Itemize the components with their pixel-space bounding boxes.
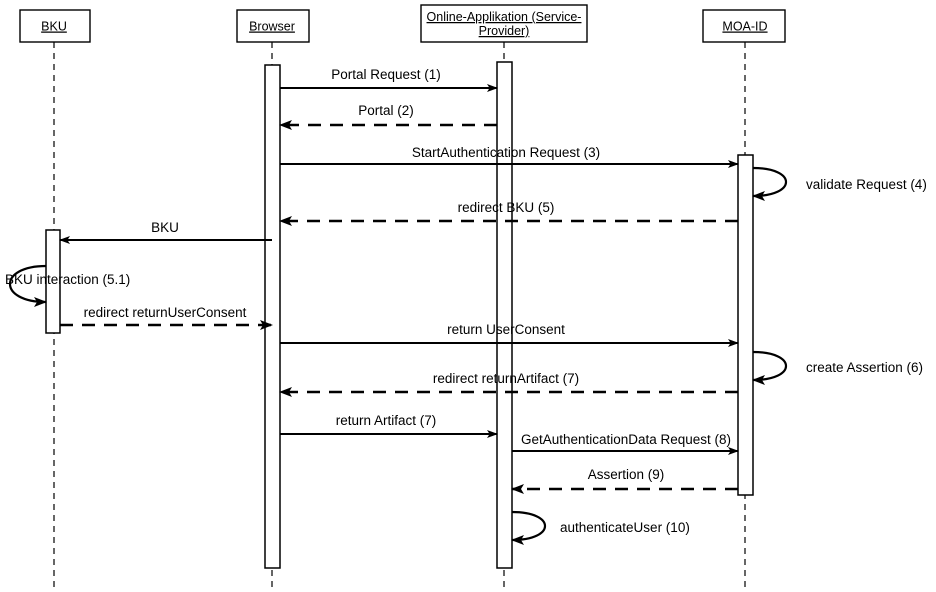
self-message-bku-5.1: BKU interaction (5.1) bbox=[5, 264, 130, 307]
message-browser-to-bku: BKU bbox=[59, 220, 272, 244]
self-message-label: BKU interaction (5.1) bbox=[5, 272, 130, 287]
self-message-label: validate Request (4) bbox=[806, 177, 927, 192]
message-label: redirect returnUserConsent bbox=[84, 305, 247, 320]
message-label: redirect BKU (5) bbox=[458, 200, 555, 215]
message-moaid-to-oa: Assertion (9) bbox=[511, 467, 738, 494]
self-message-moaid-4: validate Request (4) bbox=[752, 166, 927, 201]
activation-bar-oa bbox=[496, 61, 513, 569]
message-browser-to-oa: Portal Request (1) bbox=[280, 67, 498, 92]
message-label: StartAuthentication Request (3) bbox=[412, 145, 600, 160]
message-label: return Artifact (7) bbox=[336, 413, 437, 428]
self-message-arc bbox=[752, 350, 787, 385]
self-message-moaid-6: create Assertion (6) bbox=[752, 350, 923, 385]
message-oa-to-browser: Portal (2) bbox=[279, 103, 497, 130]
message-browser-to-oa: return Artifact (7) bbox=[280, 413, 498, 438]
message-label: return UserConsent bbox=[447, 322, 565, 337]
participant-browser[interactable]: Browser bbox=[236, 9, 310, 43]
self-message-label: authenticateUser (10) bbox=[560, 520, 690, 535]
message-label: Portal Request (1) bbox=[331, 67, 441, 82]
participant-moaid[interactable]: MOA-ID bbox=[702, 9, 786, 43]
participant-label: MOA-ID bbox=[722, 20, 767, 34]
participant-boxes-layer: BKU Browser Online-Applikation (Service-Pr… bbox=[19, 4, 786, 43]
messages-layer: Portal Request (1) Portal (2) StartAuthent… bbox=[59, 67, 739, 494]
participant-bku[interactable]: BKU bbox=[19, 9, 91, 43]
participant-label: BKU bbox=[41, 20, 67, 34]
message-label: GetAuthenticationData Request (8) bbox=[521, 432, 731, 447]
participant-label: Browser bbox=[249, 20, 295, 34]
self-message-arc bbox=[511, 510, 546, 545]
activation-bar-bku bbox=[45, 229, 61, 334]
self-messages-layer: validate Request (4) BKU interaction (5.1… bbox=[5, 166, 927, 545]
message-moaid-to-browser: redirect returnArtifact (7) bbox=[279, 371, 738, 397]
message-oa-to-moaid: GetAuthenticationData Request (8) bbox=[512, 432, 739, 455]
participant-box[interactable] bbox=[420, 4, 588, 43]
message-label: Assertion (9) bbox=[588, 467, 665, 482]
self-message-arc bbox=[8, 264, 47, 307]
participant-box[interactable] bbox=[236, 9, 310, 43]
activation-bar-browser bbox=[264, 64, 281, 569]
self-message-oa-10: authenticateUser (10) bbox=[511, 510, 690, 545]
participant-label: Provider) bbox=[479, 24, 530, 38]
message-browser-to-moaid: StartAuthentication Request (3) bbox=[280, 145, 739, 168]
participant-oa[interactable]: Online-Applikation (Service-Provider) bbox=[420, 4, 588, 43]
message-label: Portal (2) bbox=[358, 103, 414, 118]
message-browser-to-moaid: return UserConsent bbox=[280, 322, 739, 347]
message-bku-to-browser: redirect returnUserConsent bbox=[60, 305, 273, 330]
participant-box[interactable] bbox=[702, 9, 786, 43]
message-label: redirect returnArtifact (7) bbox=[433, 371, 579, 386]
participant-box[interactable] bbox=[19, 9, 91, 43]
activation-bars-layer bbox=[45, 61, 754, 569]
participant-label: Online-Applikation (Service- bbox=[427, 10, 582, 24]
self-message-arc bbox=[752, 166, 787, 201]
message-moaid-to-browser: redirect BKU (5) bbox=[279, 200, 738, 226]
activation-bar-moaid bbox=[737, 154, 754, 496]
message-label: BKU bbox=[151, 220, 179, 235]
self-message-label: create Assertion (6) bbox=[806, 360, 923, 375]
